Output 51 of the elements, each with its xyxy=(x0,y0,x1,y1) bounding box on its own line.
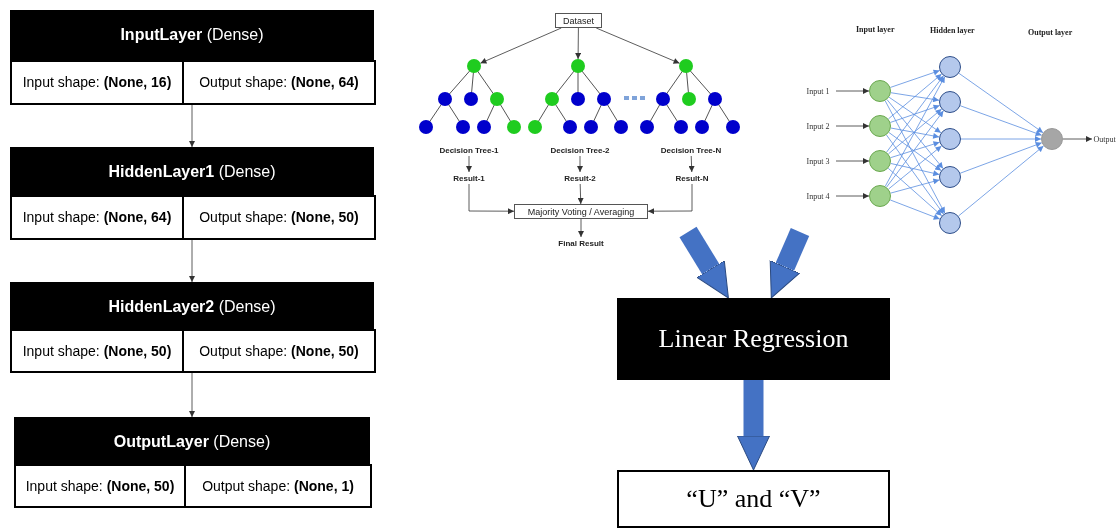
result-label: Result-2 xyxy=(560,172,600,184)
hidden-neuron xyxy=(939,212,961,234)
input-label: Input 4 xyxy=(800,190,836,202)
layer-title: HiddenLayer2 (Dense) xyxy=(107,298,277,316)
hidden-neuron xyxy=(939,166,961,188)
input-label: Input 1 xyxy=(800,85,836,97)
layer-card xyxy=(10,282,374,373)
result-box: “U” and “V” xyxy=(617,470,890,528)
tree-label: Decision Tree-N xyxy=(655,144,727,156)
block-arrow xyxy=(679,226,729,299)
layer-title: InputLayer (Dense) xyxy=(119,26,265,44)
final-result-label: Final Result xyxy=(551,237,611,249)
layer-title: OutputLayer (Dense) xyxy=(112,433,272,451)
input-neuron xyxy=(869,80,891,102)
hidden-neuron xyxy=(939,128,961,150)
input-neuron xyxy=(869,150,891,172)
tree-label: Decision Tree-1 xyxy=(434,144,504,156)
layer-heading: Input layer xyxy=(856,25,895,34)
block-arrow xyxy=(737,380,770,471)
shape-info-cell: Input shape: (None, 64) xyxy=(10,195,184,240)
input-neuron xyxy=(869,185,891,207)
block-arrow xyxy=(769,228,810,299)
result-label: Result-1 xyxy=(449,172,489,184)
shape-info-cell: Output shape: (None, 64) xyxy=(182,60,376,105)
shape-info-cell: Output shape: (None, 50) xyxy=(182,195,376,240)
layer-card xyxy=(10,147,374,240)
hidden-neuron xyxy=(939,56,961,78)
layer-heading: Output layer xyxy=(1028,28,1073,37)
hidden-neuron xyxy=(939,91,961,113)
layer-card xyxy=(10,10,374,105)
output-label: Output xyxy=(1092,133,1117,145)
decision-tree-drawing xyxy=(418,59,522,135)
shape-info-cell: Output shape: (None, 50) xyxy=(182,329,376,373)
layer-card xyxy=(14,417,370,508)
decision-tree-drawing xyxy=(527,59,629,135)
dataset-box: Dataset xyxy=(555,13,602,28)
result-label: Result-N xyxy=(671,172,713,184)
layer-title: HiddenLayer1 (Dense) xyxy=(107,163,277,181)
voting-box: Majority Voting / Averaging xyxy=(514,204,648,219)
shape-info-cell: Input shape: (None, 16) xyxy=(10,60,184,105)
regression-box: Linear Regression xyxy=(617,298,890,380)
shape-info-cell: Input shape: (None, 50) xyxy=(10,329,184,373)
input-neuron xyxy=(869,115,891,137)
tree-label: Decision Tree-2 xyxy=(545,144,615,156)
output-neuron xyxy=(1041,128,1063,150)
decision-tree-drawing xyxy=(639,59,741,135)
shape-info-cell: Input shape: (None, 50) xyxy=(14,464,186,508)
input-label: Input 2 xyxy=(800,120,836,132)
input-label: Input 3 xyxy=(800,155,836,167)
layer-heading: Hidden layer xyxy=(930,26,975,35)
shape-info-cell: Output shape: (None, 1) xyxy=(184,464,372,508)
